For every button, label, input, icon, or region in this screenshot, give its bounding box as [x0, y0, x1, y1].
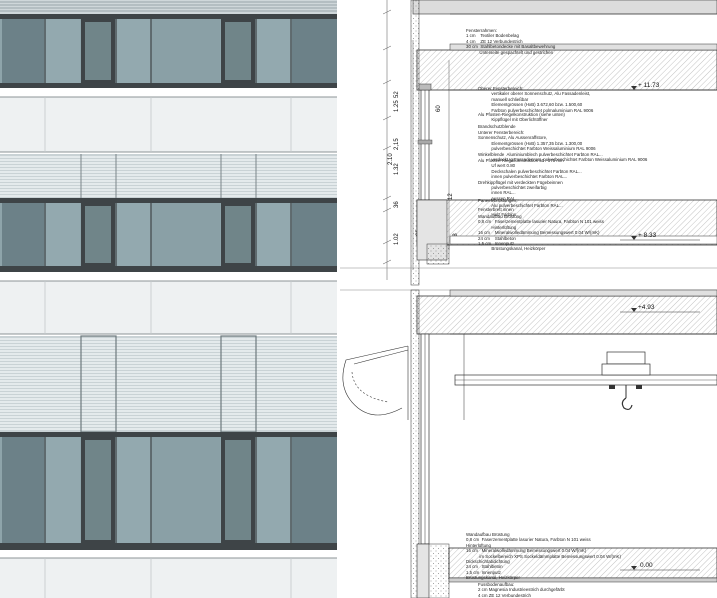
- note-panels: Paneelebrüstungen: Alu pulverbeschichtet…: [478, 198, 563, 209]
- floor-slab-middle: [416, 199, 717, 265]
- dimension-label: 2,15: [394, 138, 400, 150]
- ceiling-rail: [454, 351, 717, 411]
- spandrel-panel-1: [0, 96, 337, 153]
- sun-awning: [342, 345, 409, 420]
- break-line: [340, 267, 717, 291]
- level-marker: +4.93: [620, 304, 700, 313]
- dimension-label: 60: [436, 105, 442, 112]
- note-ground-floor-build-up: Fussbodenaufbau: 2 cm Magnesia Industrie…: [478, 582, 565, 598]
- note-window-sill: Fensterbrett innen Holz Farblos: [478, 207, 517, 218]
- floor-slab-upper: [416, 43, 717, 91]
- level-marker: 0.00: [620, 562, 700, 571]
- note-frame-system: Alu Pfosten-Riegelkonstruktion 50 / 175 …: [478, 158, 582, 201]
- spandrel-panel-3: [0, 557, 337, 598]
- level-label-upper: + 11.73: [638, 82, 660, 89]
- facade-layer-lower: [410, 289, 465, 598]
- note-post-and-beam: Alu Pfosten-Riegelkonstruktion (siehe un…: [478, 112, 565, 123]
- dimension-label: 1.25: [394, 100, 400, 112]
- level-label-middle: + 8.33: [638, 232, 657, 239]
- glass-band-2: [0, 198, 337, 272]
- floor-slab-lower: [416, 289, 717, 335]
- note-floor-build-up: Fensterrahmen: 1 cm Textiler Bodenbelag …: [466, 28, 556, 55]
- top-slab: [412, 0, 717, 15]
- ground-slab: [448, 547, 717, 583]
- glass-band-3: [0, 432, 337, 550]
- facade-section-detail: 1.25 2,15 1.32 60 36 2.10 1.02 78 65 52 …: [340, 0, 717, 598]
- level-label-ground: 0.00: [640, 562, 653, 569]
- louver-strip-top: [0, 0, 337, 14]
- note-wall-parapet-lower: Wandaufbau Brüstung 0,8 cm Faserzementpl…: [466, 532, 621, 581]
- note-wall-parapet-upper: Wandaufbau Brüstung 0,8 cm Faserzementpl…: [478, 214, 604, 252]
- dimension-label: 1.02: [394, 233, 400, 245]
- note-fire-shutter: Brandschutzblende: [478, 124, 516, 129]
- dimension-label: 52: [394, 91, 400, 98]
- level-marker: + 8.33: [620, 232, 700, 241]
- dimension-label: 1.32: [394, 163, 400, 175]
- facade-elevation: [0, 0, 337, 598]
- level-label-lower: +4.93: [638, 304, 655, 311]
- level-marker: + 11.73: [620, 82, 700, 91]
- louver-band-2: [0, 335, 337, 433]
- spandrel-panel-2: [0, 280, 337, 335]
- note-upper-window: Oberer Fensterbereich: vertikaler oberer…: [478, 86, 594, 113]
- louver-band-1: [0, 154, 337, 198]
- glass-band-top: [0, 14, 337, 88]
- dimension-label: 12: [448, 193, 454, 200]
- dimension-label: 2.10: [388, 153, 394, 165]
- note-lower-window: Unterer Fensterbereich: Sonnenschutz, Al…: [478, 130, 648, 163]
- dimension-label: 36: [394, 201, 400, 208]
